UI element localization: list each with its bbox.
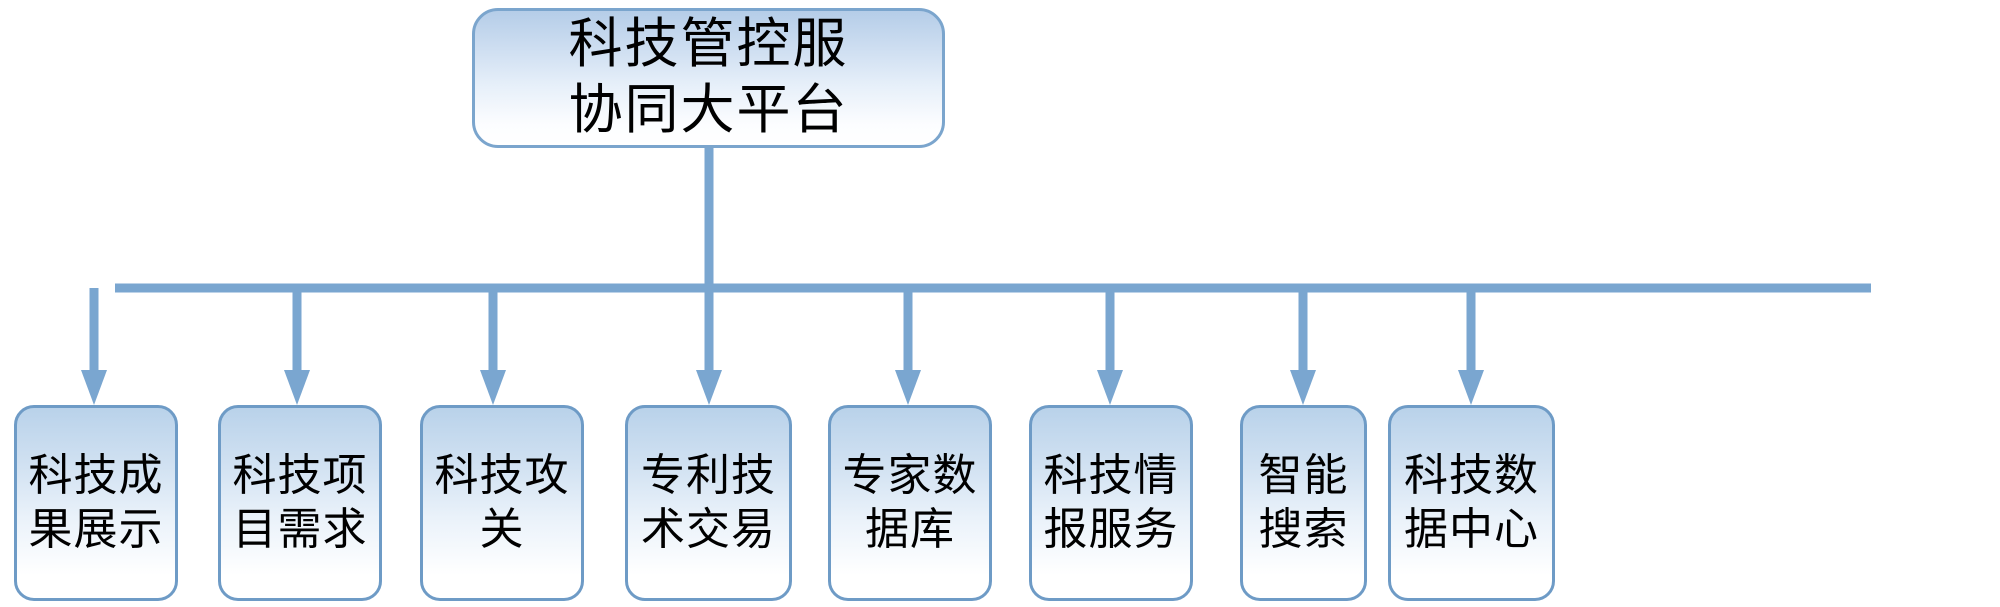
- arrowhead-7: [1290, 370, 1316, 405]
- node-leaf-2-line-1: 科技项: [232, 451, 368, 501]
- arrowhead-3: [480, 370, 506, 405]
- node-leaf-1[interactable]: 科技成 果展示: [14, 405, 178, 601]
- node-root-line-2: 协同大平台: [568, 80, 849, 140]
- node-leaf-6[interactable]: 科技情 报服务: [1029, 405, 1193, 601]
- node-leaf-8-line-2: 据中心: [1404, 505, 1539, 554]
- node-leaf-3-line-1: 科技攻: [434, 451, 570, 501]
- node-leaf-4-line-2: 术交易: [641, 505, 776, 554]
- node-leaf-7-line-2: 搜索: [1258, 505, 1349, 554]
- arrowhead-8: [1458, 370, 1484, 405]
- node-leaf-5-line-2: 据库: [865, 505, 955, 554]
- arrowhead-6: [1097, 370, 1123, 405]
- node-leaf-8-line-1: 科技数: [1404, 451, 1539, 501]
- node-root-line-1: 科技管控服: [568, 14, 849, 75]
- node-root[interactable]: 科技管控服 协同大平台: [472, 8, 945, 148]
- node-leaf-1-line-2: 果展示: [28, 505, 164, 554]
- node-leaf-4[interactable]: 专利技 术交易: [625, 405, 792, 601]
- node-leaf-2[interactable]: 科技项 目需求: [218, 405, 382, 601]
- node-leaf-6-line-1: 科技情: [1043, 451, 1179, 501]
- node-leaf-4-line-1: 专利技: [641, 451, 776, 501]
- node-leaf-8[interactable]: 科技数 据中心: [1388, 405, 1555, 601]
- arrowhead-4: [696, 370, 722, 405]
- node-leaf-5[interactable]: 专家数 据库: [828, 405, 992, 601]
- node-leaf-7[interactable]: 智能 搜索: [1240, 405, 1367, 601]
- node-leaf-1-line-1: 科技成: [28, 451, 164, 501]
- node-leaf-3-line-2: 关: [479, 505, 525, 554]
- node-leaf-6-line-2: 报服务: [1043, 505, 1179, 554]
- arrowhead-2: [284, 370, 310, 405]
- node-leaf-7-line-1: 智能: [1258, 451, 1349, 501]
- node-leaf-3[interactable]: 科技攻 关: [420, 405, 584, 601]
- arrowhead-1: [81, 370, 107, 405]
- node-leaf-5-line-1: 专家数: [842, 451, 978, 501]
- arrowhead-5: [895, 370, 921, 405]
- node-leaf-2-line-2: 目需求: [232, 505, 368, 554]
